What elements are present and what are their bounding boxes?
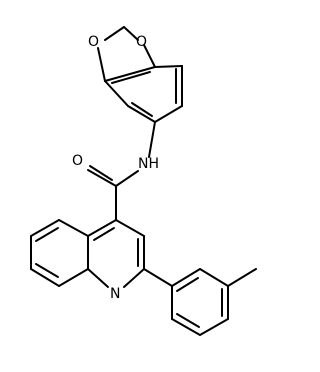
bond bbox=[104, 66, 156, 82]
bond bbox=[58, 219, 89, 237]
bond bbox=[176, 313, 200, 328]
atom-label-oxygen-top: O bbox=[136, 34, 147, 50]
bond bbox=[111, 71, 151, 84]
bond bbox=[148, 121, 156, 158]
bond bbox=[171, 268, 201, 287]
bond bbox=[87, 268, 109, 288]
bond bbox=[115, 219, 145, 237]
bond bbox=[30, 219, 60, 237]
bond bbox=[35, 263, 59, 278]
bond bbox=[123, 26, 139, 41]
bond bbox=[154, 65, 183, 68]
bond bbox=[87, 219, 117, 237]
bond bbox=[199, 318, 229, 336]
bond bbox=[104, 80, 129, 107]
atom-label-nitrogen-ring: N bbox=[110, 286, 120, 302]
bond bbox=[123, 268, 145, 288]
bond bbox=[127, 105, 156, 123]
bond bbox=[115, 170, 139, 187]
bond bbox=[171, 318, 201, 336]
chemical-structure: O O NH O N bbox=[30, 26, 257, 336]
bond bbox=[176, 277, 199, 292]
bond bbox=[30, 268, 60, 287]
bond bbox=[227, 268, 257, 287]
bond bbox=[104, 26, 125, 41]
bonds bbox=[30, 26, 257, 336]
bond bbox=[131, 102, 153, 117]
bond bbox=[87, 169, 117, 187]
bond bbox=[97, 47, 106, 82]
bond bbox=[154, 105, 183, 123]
bond bbox=[143, 268, 173, 287]
atom-label-oxygen-left: O bbox=[88, 34, 99, 50]
bond bbox=[89, 165, 113, 181]
bond bbox=[58, 268, 89, 287]
bond bbox=[199, 268, 229, 287]
bond bbox=[93, 227, 115, 241]
bond bbox=[35, 227, 59, 242]
atom-label-oxygen-carbonyl: O bbox=[72, 153, 83, 169]
atom-label-nh: NH bbox=[138, 156, 159, 172]
atom-labels: O O NH O N bbox=[72, 34, 159, 302]
bond bbox=[143, 44, 156, 68]
